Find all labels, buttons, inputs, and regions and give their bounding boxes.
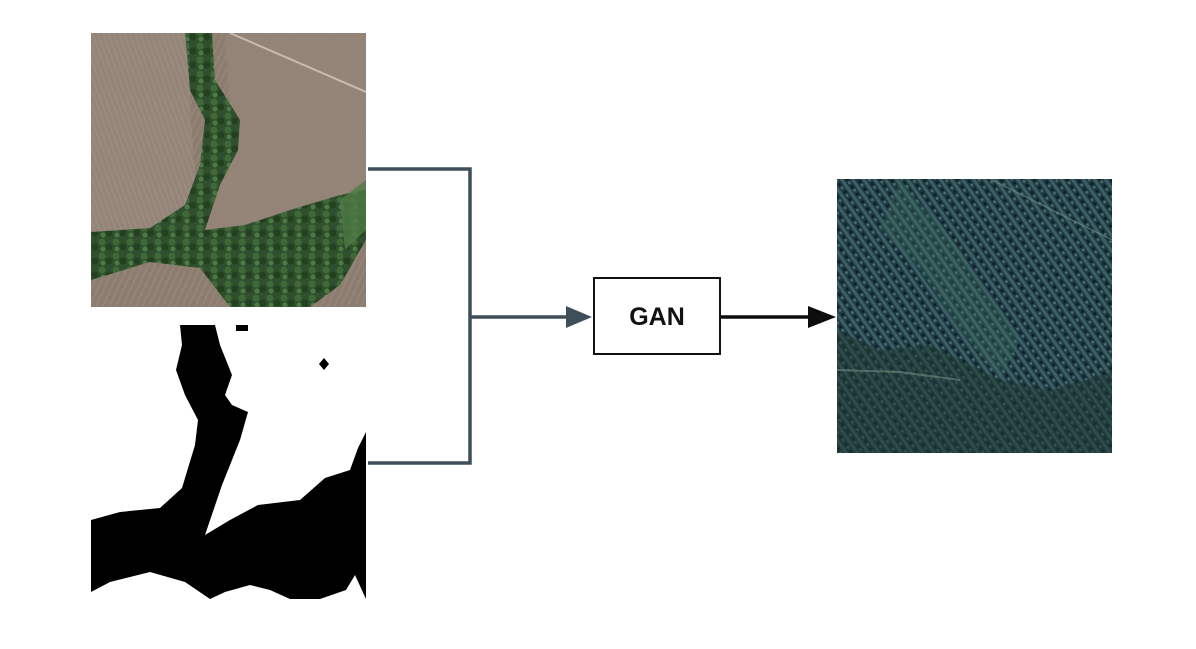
input-satellite-image <box>91 33 366 307</box>
input-segmentation-mask <box>91 325 366 599</box>
output-arrowhead <box>808 306 836 328</box>
gan-box: GAN <box>593 277 721 355</box>
gan-label: GAN <box>629 303 685 331</box>
output-generated-image <box>837 179 1112 453</box>
input-connector <box>368 167 568 465</box>
arrowhead-to-gan <box>566 306 592 328</box>
